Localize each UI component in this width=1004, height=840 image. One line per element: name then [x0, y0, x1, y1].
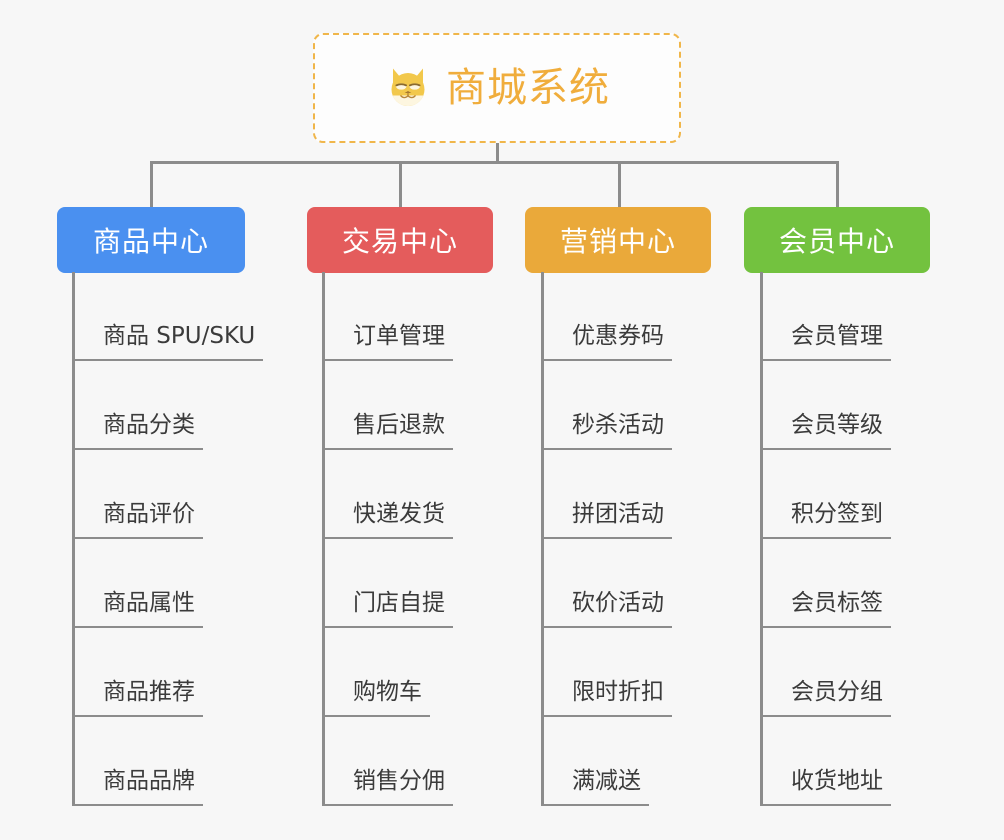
branch-3-item-1[interactable]: 优惠券码 — [544, 272, 672, 361]
branch-2-item-2[interactable]: 售后退款 — [325, 361, 453, 450]
leaf-label: 限时折扣 — [544, 679, 672, 717]
leaf-label: 商品品牌 — [75, 768, 203, 806]
leaf-label: 商品推荐 — [75, 679, 203, 717]
branch-3-item-5[interactable]: 限时折扣 — [544, 628, 672, 717]
branch-2-item-1[interactable]: 订单管理 — [325, 272, 453, 361]
leaf-label: 会员管理 — [763, 323, 891, 361]
branch-3: 优惠券码 秒杀活动 拼团活动 砍价活动 限时折扣 满减送 — [541, 272, 741, 806]
category-card-2[interactable]: 交易中心 — [307, 207, 493, 273]
leaf-label: 销售分佣 — [325, 768, 453, 806]
branch-1: 商品 SPU/SKU 商品分类 商品评价 商品属性 商品推荐 商品品牌 — [72, 272, 302, 806]
branch-3-spine — [541, 272, 544, 806]
leaf-label: 秒杀活动 — [544, 412, 672, 450]
leaf-label: 会员分组 — [763, 679, 891, 717]
connector-horizontal-bus — [150, 161, 837, 164]
leaf-label: 优惠券码 — [544, 323, 672, 361]
branch-4-item-4[interactable]: 会员标签 — [763, 539, 891, 628]
category-card-3-label: 营销中心 — [559, 225, 676, 258]
leaf-label: 满减送 — [544, 768, 649, 806]
root-node-shop-system[interactable]: 商城系统 — [313, 33, 681, 143]
branch-1-item-2[interactable]: 商品分类 — [75, 361, 203, 450]
shiba-dog-face-icon — [391, 68, 425, 106]
branch-2: 订单管理 售后退款 快递发货 门店自提 购物车 销售分佣 — [322, 272, 522, 806]
connector-drop-4 — [836, 161, 839, 207]
branch-1-item-5[interactable]: 商品推荐 — [75, 628, 203, 717]
leaf-label: 商品分类 — [75, 412, 203, 450]
category-card-1[interactable]: 商品中心 — [57, 207, 245, 273]
category-card-2-label: 交易中心 — [341, 225, 458, 258]
branch-2-spine — [322, 272, 325, 806]
branch-2-item-6[interactable]: 销售分佣 — [325, 717, 453, 806]
leaf-label: 订单管理 — [325, 323, 453, 361]
leaf-label: 砍价活动 — [544, 590, 672, 628]
branch-1-item-4[interactable]: 商品属性 — [75, 539, 203, 628]
branch-3-item-4[interactable]: 砍价活动 — [544, 539, 672, 628]
leaf-label: 会员标签 — [763, 590, 891, 628]
connector-drop-2 — [399, 161, 402, 207]
branch-4-item-1[interactable]: 会员管理 — [763, 272, 891, 361]
leaf-label: 商品属性 — [75, 590, 203, 628]
connector-drop-3 — [618, 161, 621, 207]
branch-2-item-5[interactable]: 购物车 — [325, 628, 430, 717]
branch-1-item-1[interactable]: 商品 SPU/SKU — [75, 272, 264, 361]
connector-drop-1 — [150, 161, 153, 207]
leaf-label: 快递发货 — [325, 501, 453, 539]
branch-3-item-3[interactable]: 拼团活动 — [544, 450, 672, 539]
leaf-label: 拼团活动 — [544, 501, 672, 539]
branch-4-item-6[interactable]: 收货地址 — [763, 717, 891, 806]
branch-1-spine — [72, 272, 75, 806]
category-card-4[interactable]: 会员中心 — [744, 207, 930, 273]
branch-1-item-6[interactable]: 商品品牌 — [75, 717, 203, 806]
branch-4-item-2[interactable]: 会员等级 — [763, 361, 891, 450]
branch-3-item-2[interactable]: 秒杀活动 — [544, 361, 672, 450]
branch-4-item-5[interactable]: 会员分组 — [763, 628, 891, 717]
leaf-label: 商品 SPU/SKU — [75, 323, 264, 361]
leaf-label: 售后退款 — [325, 412, 453, 450]
category-card-4-label: 会员中心 — [778, 225, 895, 258]
branch-4-spine — [760, 272, 763, 806]
branch-4-item-3[interactable]: 积分签到 — [763, 450, 891, 539]
root-node-title: 商城系统 — [446, 65, 610, 111]
leaf-label: 会员等级 — [763, 412, 891, 450]
leaf-label: 门店自提 — [325, 590, 453, 628]
branch-3-item-6[interactable]: 满减送 — [544, 717, 649, 806]
category-card-1-label: 商品中心 — [92, 225, 209, 258]
branch-1-item-3[interactable]: 商品评价 — [75, 450, 203, 539]
branch-2-item-4[interactable]: 门店自提 — [325, 539, 453, 628]
branch-2-item-3[interactable]: 快递发货 — [325, 450, 453, 539]
leaf-label: 积分签到 — [763, 501, 891, 539]
leaf-label: 购物车 — [325, 679, 430, 717]
connector-root-stem — [496, 143, 499, 164]
category-card-3[interactable]: 营销中心 — [525, 207, 711, 273]
leaf-label: 收货地址 — [763, 768, 891, 806]
branch-4: 会员管理 会员等级 积分签到 会员标签 会员分组 收货地址 — [760, 272, 960, 806]
leaf-label: 商品评价 — [75, 501, 203, 539]
